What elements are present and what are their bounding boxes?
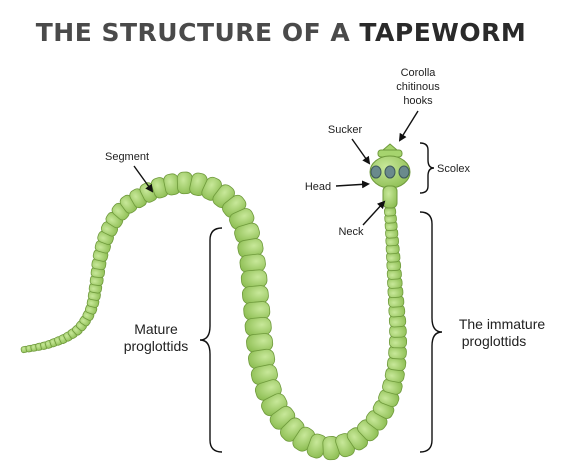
sucker-right bbox=[398, 165, 410, 179]
corolla-label-line2: chitinous bbox=[396, 81, 440, 93]
immature-label-line1: The immature bbox=[459, 316, 546, 332]
segment-arrow bbox=[133, 165, 154, 193]
rostellum bbox=[381, 143, 399, 151]
mature-label-line1: Mature bbox=[134, 321, 178, 337]
mature-brace bbox=[199, 227, 223, 453]
segment-label: Segment bbox=[105, 151, 149, 163]
title-prefix: THE STRUCTURE OF A bbox=[35, 18, 360, 47]
tapeworm-body bbox=[20, 171, 408, 461]
head-arrow bbox=[335, 180, 370, 189]
corolla-arrow bbox=[398, 110, 419, 142]
sucker-center bbox=[384, 165, 396, 179]
scolex bbox=[369, 143, 411, 209]
corolla-label-line1: Corolla bbox=[401, 67, 437, 79]
scolex-label: Scolex bbox=[437, 163, 471, 175]
immature-brace bbox=[419, 211, 443, 453]
neck-label: Neck bbox=[338, 226, 364, 238]
sucker-label: Sucker bbox=[328, 124, 363, 136]
neck bbox=[382, 185, 398, 209]
immature-label-line2: proglottids bbox=[462, 333, 527, 349]
mature-label-line2: proglottids bbox=[124, 338, 189, 354]
corolla-label-line3: hooks bbox=[403, 95, 433, 107]
diagram-title: THE STRUCTURE OF A TAPEWORM bbox=[0, 18, 562, 47]
neck-arrow bbox=[362, 200, 386, 226]
title-emphasis: TAPEWORM bbox=[359, 18, 527, 47]
head-label: Head bbox=[305, 181, 331, 193]
scolex-brace bbox=[419, 142, 435, 194]
sucker-arrow bbox=[351, 138, 371, 165]
sucker-left bbox=[370, 165, 382, 179]
